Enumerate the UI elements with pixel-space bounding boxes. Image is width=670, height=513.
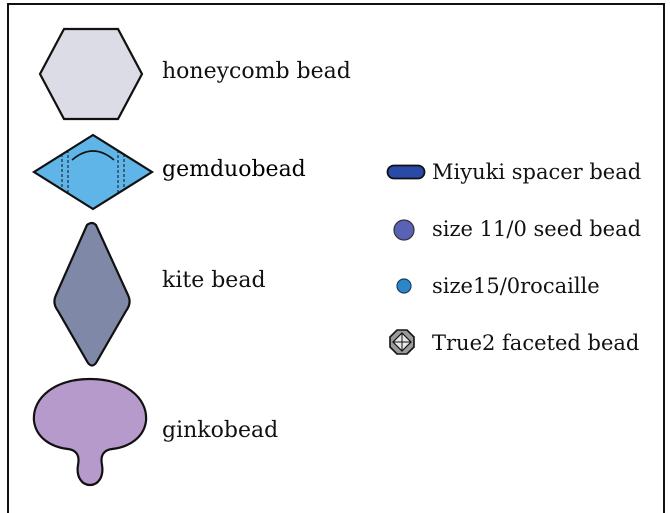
miyuki-spacer-icon [386, 164, 426, 180]
gemduo-bead-shape [31, 133, 155, 211]
seed-bead-11-label: size 11/0 seed bead [432, 217, 642, 241]
rocaille-15-icon [396, 278, 412, 294]
faceted-bead-icon [389, 329, 415, 355]
faceted-bead-label: True2 faceted bead [432, 331, 640, 355]
kite-body [53, 221, 131, 367]
miyuki-spacer-label: Miyuki spacer bead [432, 160, 642, 184]
honeycomb-bead-label: honeycomb bead [162, 59, 351, 84]
honeycomb-hexagon [38, 27, 144, 121]
ginko-bead-shape [32, 377, 148, 487]
kite-bead-shape [53, 221, 131, 367]
ginko-body [32, 377, 148, 487]
diagram-frame [7, 3, 665, 513]
ginko-bead-label: ginkobead [162, 418, 279, 443]
kite-bead-label: kite bead [162, 268, 266, 293]
seed-bead-11-icon [393, 219, 415, 241]
gemduo-bead-label: gemduobead [162, 157, 306, 182]
honeycomb-bead-shape [38, 27, 144, 121]
gemduo-body [31, 133, 155, 211]
rocaille-15-label: size15/0rocaille [432, 274, 600, 298]
